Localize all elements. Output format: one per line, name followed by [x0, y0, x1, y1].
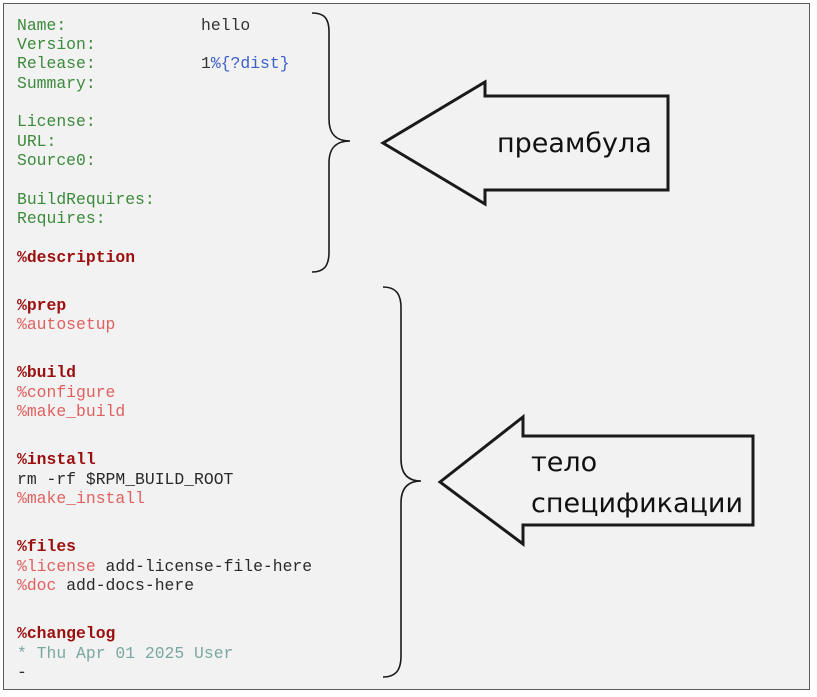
release-tag: Release: [17, 54, 96, 73]
files-section: %files [17, 537, 77, 556]
spec-diagram: Name: hello Version: Release: 1%{?dist} Su… [3, 3, 810, 690]
buildrequires-tag: BuildRequires: [17, 190, 155, 209]
doc-arg: add-docs-here [56, 576, 195, 595]
source0-tag: Source0: [17, 151, 96, 170]
release-value-number: 1 [201, 54, 211, 73]
summary-tag: Summary: [17, 74, 96, 93]
configure-macro: %configure [17, 383, 116, 402]
license-file-line: %license add-license-file-here [17, 557, 312, 576]
url-line: URL: [17, 132, 201, 151]
license-tag: License: [17, 112, 96, 131]
license-macro: %license [17, 557, 96, 576]
changelog-dash: - [17, 663, 27, 682]
rm-command: rm -rf $RPM_BUILD_ROOT [17, 470, 234, 489]
changelog-section: %changelog [17, 624, 116, 643]
source0-line: Source0: [17, 151, 201, 170]
make-install-macro: %make_install [17, 489, 145, 508]
make-build-macro: %make_build [17, 402, 126, 421]
doc-line: %doc add-docs-here [17, 576, 194, 595]
name-value: hello [201, 16, 251, 35]
name-line: Name: hello [17, 16, 250, 35]
preamble-brace [311, 12, 351, 273]
requires-line: Requires: [17, 209, 201, 228]
description-section: %description [17, 248, 136, 267]
license-arg: add-license-file-here [95, 557, 313, 576]
release-value-macro: %{?dist} [210, 54, 290, 73]
annotation-overlay [311, 12, 755, 678]
body-label-line2: спецификации [531, 488, 743, 519]
requires-tag: Requires: [17, 209, 106, 228]
name-tag: Name: [17, 16, 67, 35]
version-line: Version: [17, 35, 201, 54]
preamble-arrow [380, 79, 670, 207]
release-line: Release: 1%{?dist} [17, 54, 290, 73]
doc-macro: %doc [17, 576, 57, 595]
license-line: License: [17, 112, 201, 131]
body-brace [382, 286, 422, 678]
body-label-line1: тело [531, 447, 598, 478]
build-section: %build [17, 363, 77, 382]
install-section: %install [17, 450, 96, 469]
prep-section: %prep [17, 296, 67, 315]
buildrequires-line: BuildRequires: [17, 190, 201, 209]
version-tag: Version: [17, 35, 96, 54]
summary-line: Summary: [17, 74, 201, 93]
body-arrow [437, 413, 755, 547]
preamble-label: преамбула [497, 128, 652, 159]
autosetup-macro: %autosetup [17, 315, 116, 334]
url-tag: URL: [17, 132, 57, 151]
changelog-entry: * Thu Apr 01 2025 User [17, 644, 234, 663]
